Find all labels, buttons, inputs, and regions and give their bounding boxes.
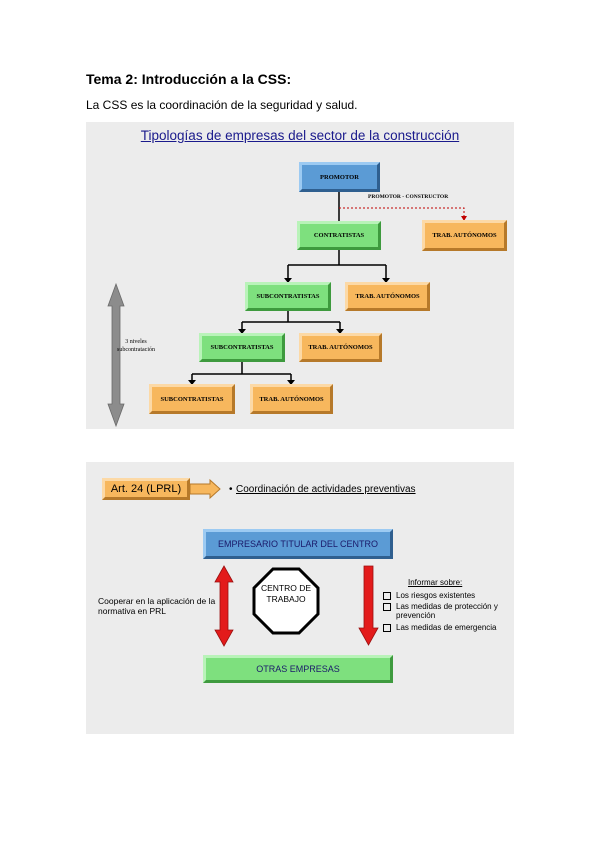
checkbox-icon [383,624,391,632]
node-trab-autonomos-3: TRAB. AUTÓNOMOS [299,333,382,362]
slide-art24: Art. 24 (LPRL) • Coordinación de activid… [86,462,514,734]
node-trab-autonomos-1: TRAB. AUTÓNOMOS [422,220,507,251]
checkbox-icon [383,592,391,600]
label-informar-sobre: Informar sobre: [408,578,463,587]
node-empresario-titular: EMPRESARIO TITULAR DEL CENTRO [203,529,393,559]
node-promotor: PROMOTOR [299,162,380,192]
list-item: Las medidas de emergencia [383,623,513,632]
slide1-title: Tipologías de empresas del sector de la … [140,128,460,143]
node-subcontratistas-3: SUBCONTRATISTAS [149,384,235,414]
informar-down-arrow-icon [358,565,379,646]
node-contratistas: CONTRATISTAS [297,221,381,250]
node-trab-autonomos-2: TRAB. AUTÓNOMOS [345,282,430,311]
slide2-graphics [189,478,379,647]
centro-octagon-icon [252,567,320,635]
dashed-connector-promotor-autonomos [339,207,465,216]
node-trab-autonomos-4: TRAB. AUTÓNOMOS [250,384,333,414]
node-otras-empresas: OTRAS EMPRESAS [203,655,393,683]
node-subcontratistas-1: SUBCONTRATISTAS [245,282,331,311]
slide-tipologias: Tipologías de empresas del sector de la … [86,122,514,429]
label-cooperar: Cooperar en la aplicación de la normativ… [98,596,216,616]
dashed-arrowhead [461,216,467,221]
section-heading: Tema 2: Introducción a la CSS: [86,71,292,87]
list-item: Las medidas de protección y prevención [383,602,513,620]
slide1-connectors [107,192,467,428]
levels-double-arrow-icon [107,282,125,428]
checkbox-icon [383,603,391,611]
art24-arrow-icon [189,478,221,500]
art24-box: Art. 24 (LPRL) [102,478,190,500]
label-tres-niveles: 3 niveles subcontratación [117,339,155,353]
intro-text: La CSS es la coordinación de la segurida… [86,98,358,112]
bullet-icon: • [229,484,233,495]
node-subcontratistas-2: SUBCONTRATISTAS [199,333,285,362]
label-centro-trabajo: CENTRO DE TRABAJO [260,583,312,604]
cooperar-double-arrow-icon [214,565,234,647]
coordinacion-link: Coordinación de actividades preventivas [236,484,416,495]
list-item: Los riesgos existentes [383,591,513,600]
label-promotor-constructor: PROMOTOR - CONSTRUCTOR [368,194,449,200]
